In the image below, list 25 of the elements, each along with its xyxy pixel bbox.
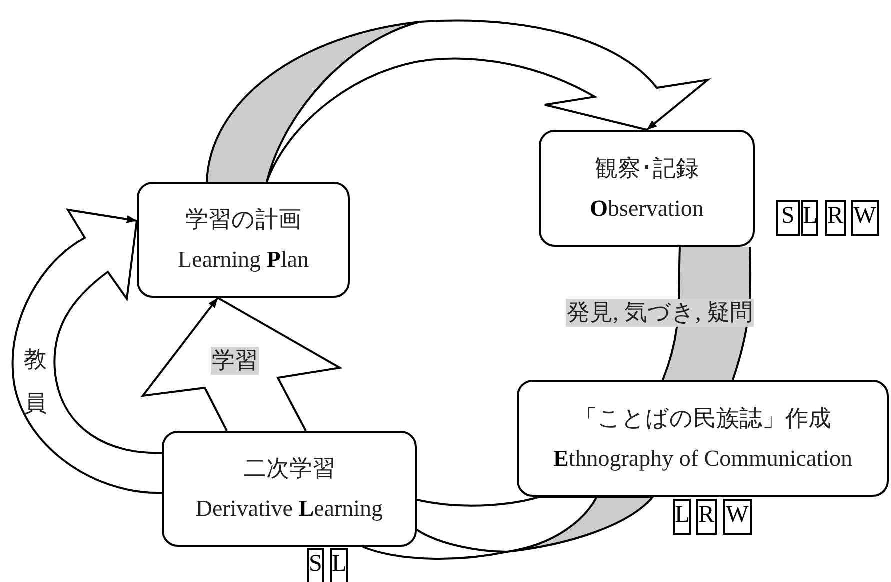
edge-label: 発見, 気づき, 疑問 <box>566 299 754 327</box>
subtitle: Observation <box>590 194 704 222</box>
boxed-letter: L <box>673 499 691 535</box>
boxed-letter: S <box>776 200 800 236</box>
rounded-box <box>137 182 350 298</box>
boxed-letter: W <box>723 499 752 535</box>
rounded-box <box>517 380 889 497</box>
edge-label: 教員 <box>23 346 48 418</box>
boxed-letter: L <box>330 548 348 582</box>
boxed-letter: L <box>801 200 818 236</box>
rounded-box <box>539 130 755 247</box>
subtitle: Derivative Learning <box>196 495 384 523</box>
heading: 二次学習 <box>244 455 336 483</box>
heading: 学習の計画 <box>186 206 302 234</box>
subtitle: Learning Plan <box>178 246 309 274</box>
boxed-letter: W <box>851 200 879 236</box>
subtitle: Ethnography of Communication <box>554 444 852 472</box>
heading: 観察･記録 <box>595 154 699 182</box>
boxed-letter: S <box>307 548 324 582</box>
rounded-box <box>162 431 417 547</box>
edge-label: 学習 <box>211 347 259 375</box>
heading: 「ことばの民族誌」作成 <box>574 404 832 432</box>
ribbon-connector <box>362 496 654 560</box>
boxed-letter: R <box>825 200 846 236</box>
boxed-letter: R <box>696 499 717 535</box>
